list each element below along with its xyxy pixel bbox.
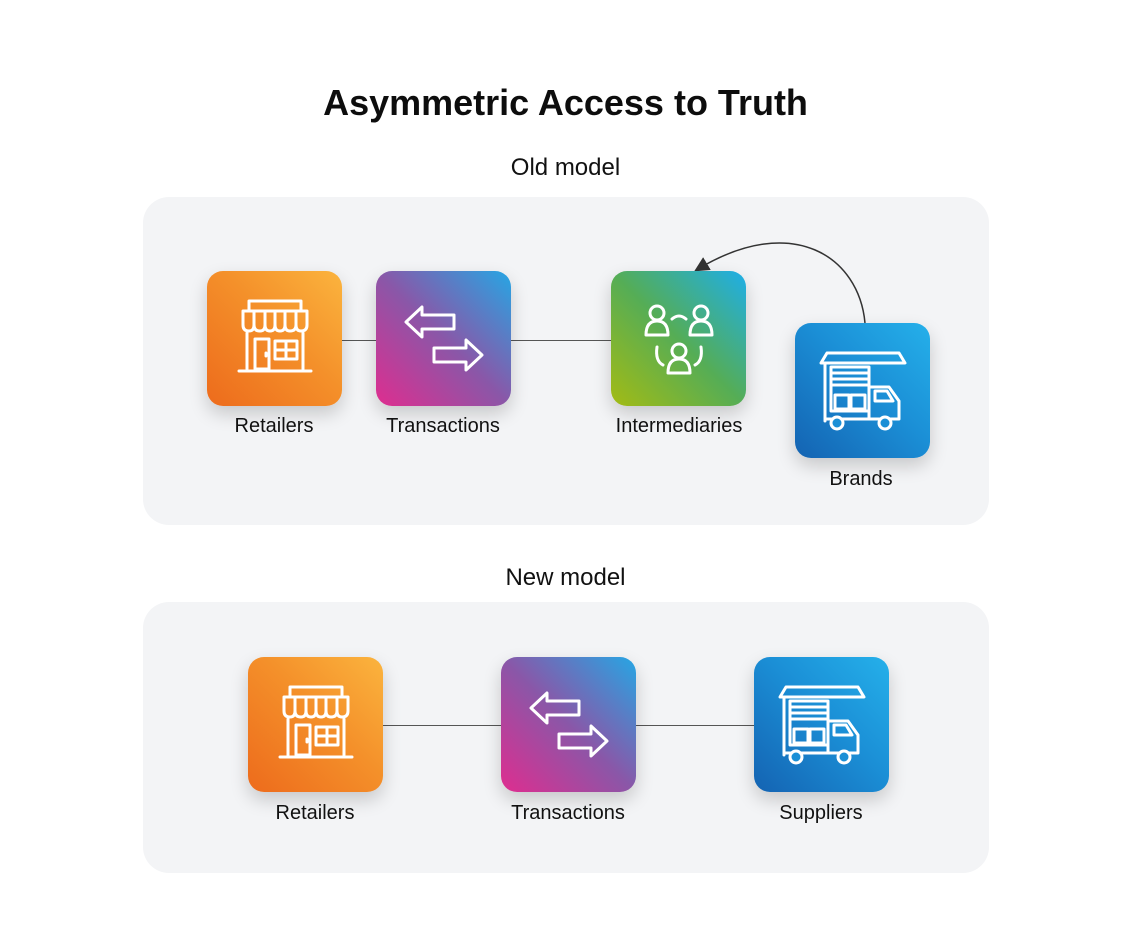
new-model-panel: Retailers Transactions (143, 602, 989, 873)
old-model-heading: Old model (510, 154, 621, 181)
suppliers-label: Suppliers (779, 802, 863, 824)
retailers-tile[interactable] (248, 657, 383, 792)
connector-retailers-transactions (342, 340, 376, 341)
exchange-arrows-icon (529, 691, 608, 757)
transactions-tile[interactable] (376, 271, 511, 406)
delivery-truck-icon (778, 685, 865, 764)
intermediaries-label: Intermediaries (615, 415, 743, 437)
brands-label: Brands (829, 468, 893, 490)
transactions-label: Transactions (386, 415, 500, 437)
delivery-truck-icon (819, 351, 906, 430)
storefront-icon (278, 685, 353, 758)
new-model-heading: New model (505, 564, 626, 591)
connector-transactions-suppliers (636, 725, 754, 726)
connector-transactions-intermediaries (510, 340, 611, 341)
connector-retailers-transactions (383, 725, 501, 726)
intermediaries-tile[interactable] (611, 271, 746, 406)
retailers-tile[interactable] (207, 271, 342, 406)
retailers-label: Retailers (234, 415, 314, 437)
people-group-icon (644, 304, 713, 374)
brands-to-intermediaries-arrow (694, 242, 866, 324)
transactions-label: Transactions (511, 802, 625, 824)
exchange-arrows-icon (404, 305, 483, 371)
suppliers-tile[interactable] (754, 657, 889, 792)
transactions-tile[interactable] (501, 657, 636, 792)
brands-tile[interactable] (795, 323, 930, 458)
page-title: Asymmetric Access to Truth (323, 82, 808, 123)
old-model-panel: Retailers Transactions Interm (143, 197, 989, 525)
storefront-icon (237, 299, 312, 372)
retailers-label: Retailers (275, 802, 355, 824)
